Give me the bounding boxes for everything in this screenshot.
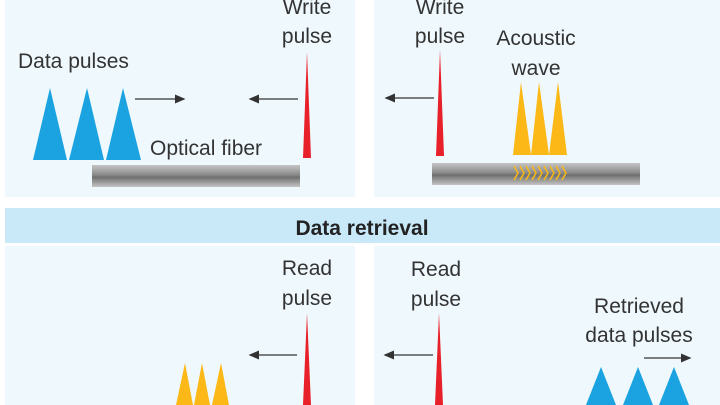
panel-bottom-right (374, 246, 720, 405)
write-pulse-label: Write (416, 0, 465, 19)
acoustic-chevrons (513, 165, 567, 181)
read-pulse (303, 313, 311, 405)
acoustic-wave (176, 363, 229, 405)
optical-fiber-label: Optical fiber (150, 137, 262, 160)
acoustic-wave (513, 82, 567, 155)
read-pulse-label: Read (411, 258, 461, 281)
write-pulse (303, 52, 311, 158)
acoustic-wave-label: Acoustic (496, 27, 575, 50)
acoustic-wave-label: wave (510, 57, 560, 80)
banner (5, 208, 720, 243)
write-pulse (436, 50, 444, 156)
read-pulse (435, 313, 443, 405)
data-pulse (106, 88, 141, 160)
read-pulse-label: pulse (411, 288, 461, 311)
banner-title: Data retrieval (295, 217, 428, 240)
write-pulse-label: pulse (415, 25, 465, 48)
read-pulse-label: Read (282, 257, 332, 280)
data-pulses (33, 88, 141, 160)
data-pulse (33, 88, 67, 160)
write-pulse-label: Write (283, 0, 332, 19)
data-pulses-label: Data pulses (18, 50, 129, 73)
read-pulse-label: pulse (282, 287, 332, 310)
optical-fiber (92, 165, 300, 187)
data-pulse (69, 88, 104, 160)
retrieved-data-pulses (586, 367, 689, 405)
write-pulse-label: pulse (282, 25, 332, 48)
retrieved-pulses-label: data pulses (585, 324, 692, 347)
retrieved-pulses-label: Retrieved (594, 295, 684, 318)
panel-bottom-left (5, 246, 355, 405)
